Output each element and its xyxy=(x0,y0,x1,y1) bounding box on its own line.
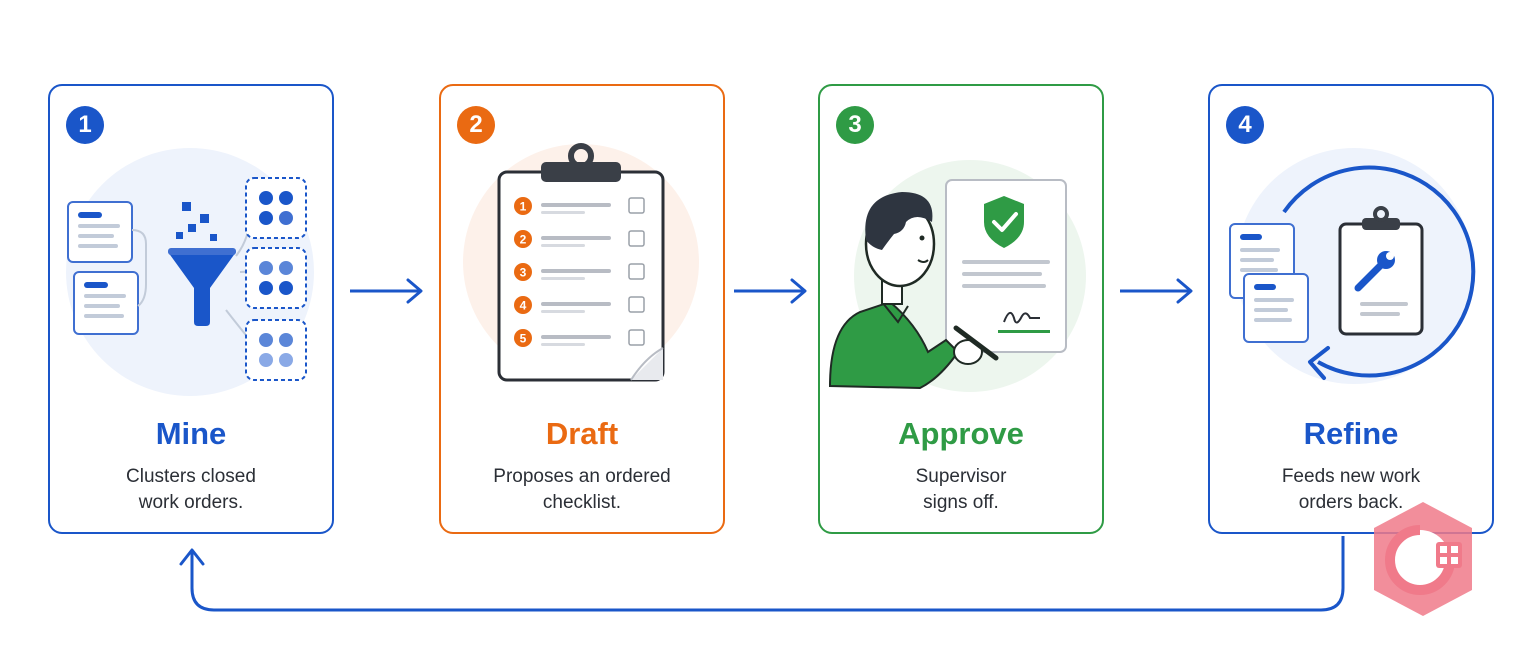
person-signing-icon xyxy=(820,126,1106,426)
checklist-subline xyxy=(541,211,585,214)
arrow-right-icon xyxy=(734,278,807,304)
checklist-subline xyxy=(541,310,585,313)
checklist-checkbox xyxy=(628,230,645,247)
step-number-badge: 4 xyxy=(1226,106,1264,144)
step-card-draft: 2 1 2 3 4 5 Draft Proposes an ordered checkl… xyxy=(439,84,725,534)
watermark-logo-icon xyxy=(1374,502,1472,616)
step-description: Supervisor signs off. xyxy=(844,464,1078,516)
step-title: Mine xyxy=(155,416,227,451)
arrow-right-icon xyxy=(1120,278,1193,304)
step-description: Feeds new work orders back. xyxy=(1234,464,1468,516)
checklist-step-dot xyxy=(514,263,532,281)
checklist-step-number: 2 xyxy=(520,233,527,247)
checklist-checkbox xyxy=(628,329,645,346)
checklist-step-number: 5 xyxy=(520,332,527,346)
description-line: Clusters closed xyxy=(126,466,256,487)
checklist-line xyxy=(541,302,611,306)
description-line: Supervisor xyxy=(915,466,1007,487)
step-title: Draft xyxy=(545,416,619,451)
checklist-step-dot xyxy=(514,329,532,347)
checklist-line xyxy=(541,269,611,273)
step-number-badge: 1 xyxy=(66,106,104,144)
checklist-step-number: 3 xyxy=(520,266,527,280)
checklist-subline xyxy=(541,277,585,280)
checklist-checkbox xyxy=(628,296,645,313)
checklist-step-number: 4 xyxy=(520,299,527,313)
step-title: Refine xyxy=(1303,416,1399,451)
checklist-step-number: 1 xyxy=(520,200,527,214)
checklist-step-dot xyxy=(514,296,532,314)
description-line: Feeds new work xyxy=(1281,466,1421,487)
arrow-right-icon xyxy=(350,278,423,304)
step-description: Proposes an ordered checklist. xyxy=(465,464,699,516)
description-line: orders back. xyxy=(1298,492,1404,513)
step-description: Clusters closed work orders. xyxy=(74,464,308,516)
description-line: work orders. xyxy=(138,492,244,513)
checklist-step-dot xyxy=(514,230,532,248)
refresh-cycle-icon xyxy=(1210,126,1496,426)
checklist-checkbox xyxy=(628,197,645,214)
step-number-badge: 2 xyxy=(457,106,495,144)
checklist-line xyxy=(541,236,611,240)
clipboard-checklist-icon: 1 2 3 4 5 xyxy=(441,126,727,426)
step-card-approve: 3 Approve Supervisor sig xyxy=(818,84,1104,534)
checklist-step-dot xyxy=(514,197,532,215)
step-number-badge: 3 xyxy=(836,106,874,144)
step-title: Approve xyxy=(898,416,1024,451)
step-card-refine: 4 Refine Feeds xyxy=(1208,84,1494,534)
checklist-line xyxy=(541,335,611,339)
checklist-subline xyxy=(541,244,585,247)
checklist-checkbox xyxy=(628,263,645,280)
description-line: signs off. xyxy=(923,492,999,513)
checklist-subline xyxy=(541,343,585,346)
funnel-cluster-icon xyxy=(50,126,336,426)
description-line: Proposes an ordered xyxy=(493,466,671,487)
description-line: checklist. xyxy=(542,492,622,513)
checklist-line xyxy=(541,203,611,207)
step-card-mine: 1 xyxy=(48,84,334,534)
